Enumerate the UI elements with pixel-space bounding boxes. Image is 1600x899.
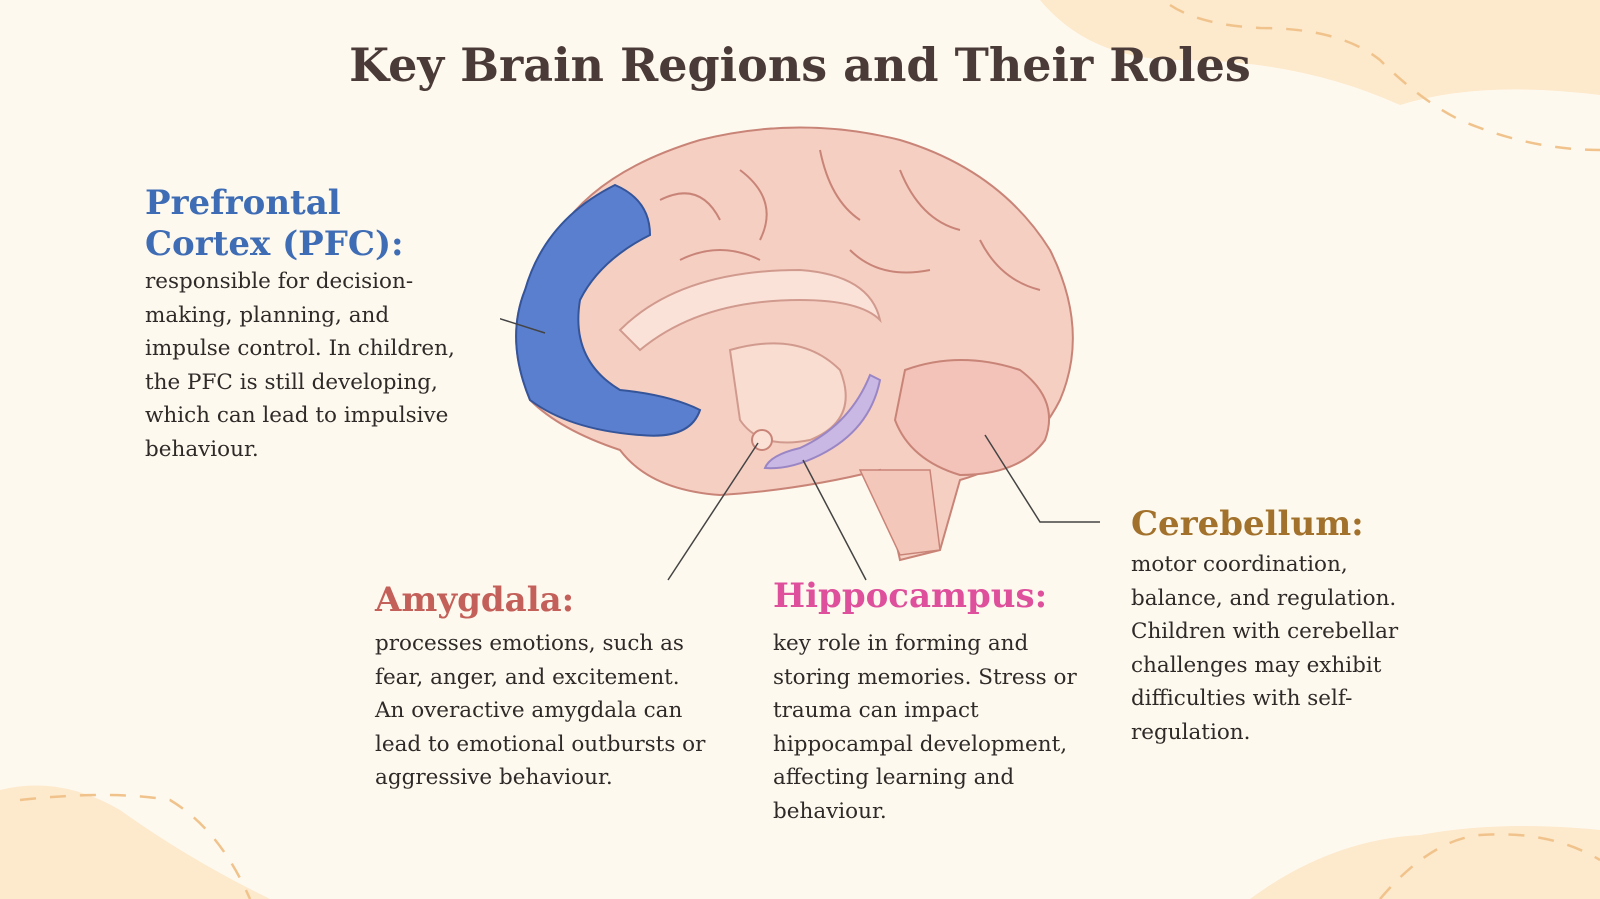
amygdala-description: processes emotions, such as fear, anger,… — [375, 631, 706, 790]
hippocampus-block: Hippocampus: key role in forming and sto… — [773, 576, 1083, 828]
amygdala-heading: Amygdala: — [375, 580, 575, 620]
pfc-description: responsible for decision-making, plannin… — [145, 269, 455, 462]
hippocampus-heading: Hippocampus: — [773, 576, 1048, 616]
hippocampus-region — [763, 373, 882, 470]
cerebellum-description: motor coordination, balance, and regulat… — [1131, 552, 1399, 745]
amygdala-block: Amygdala: processes emotions, such as fe… — [375, 580, 715, 795]
pfc-heading: Prefrontal Cortex (PFC): — [145, 183, 404, 264]
prefrontal-cortex-block: Prefrontal Cortex (PFC): responsible for… — [145, 183, 465, 466]
cerebellum-region — [893, 359, 1051, 477]
cerebellum-heading: Cerebellum: — [1131, 504, 1364, 544]
brain-illustration — [500, 126, 1100, 581]
prefrontal-cortex-region — [515, 183, 702, 437]
cerebellum-block: Cerebellum: motor coordination, balance,… — [1131, 504, 1431, 749]
hippocampus-description: key role in forming and storing memories… — [773, 631, 1077, 824]
leader-lines — [500, 317, 1100, 581]
page-title: Key Brain Regions and Their Roles — [349, 38, 1251, 92]
